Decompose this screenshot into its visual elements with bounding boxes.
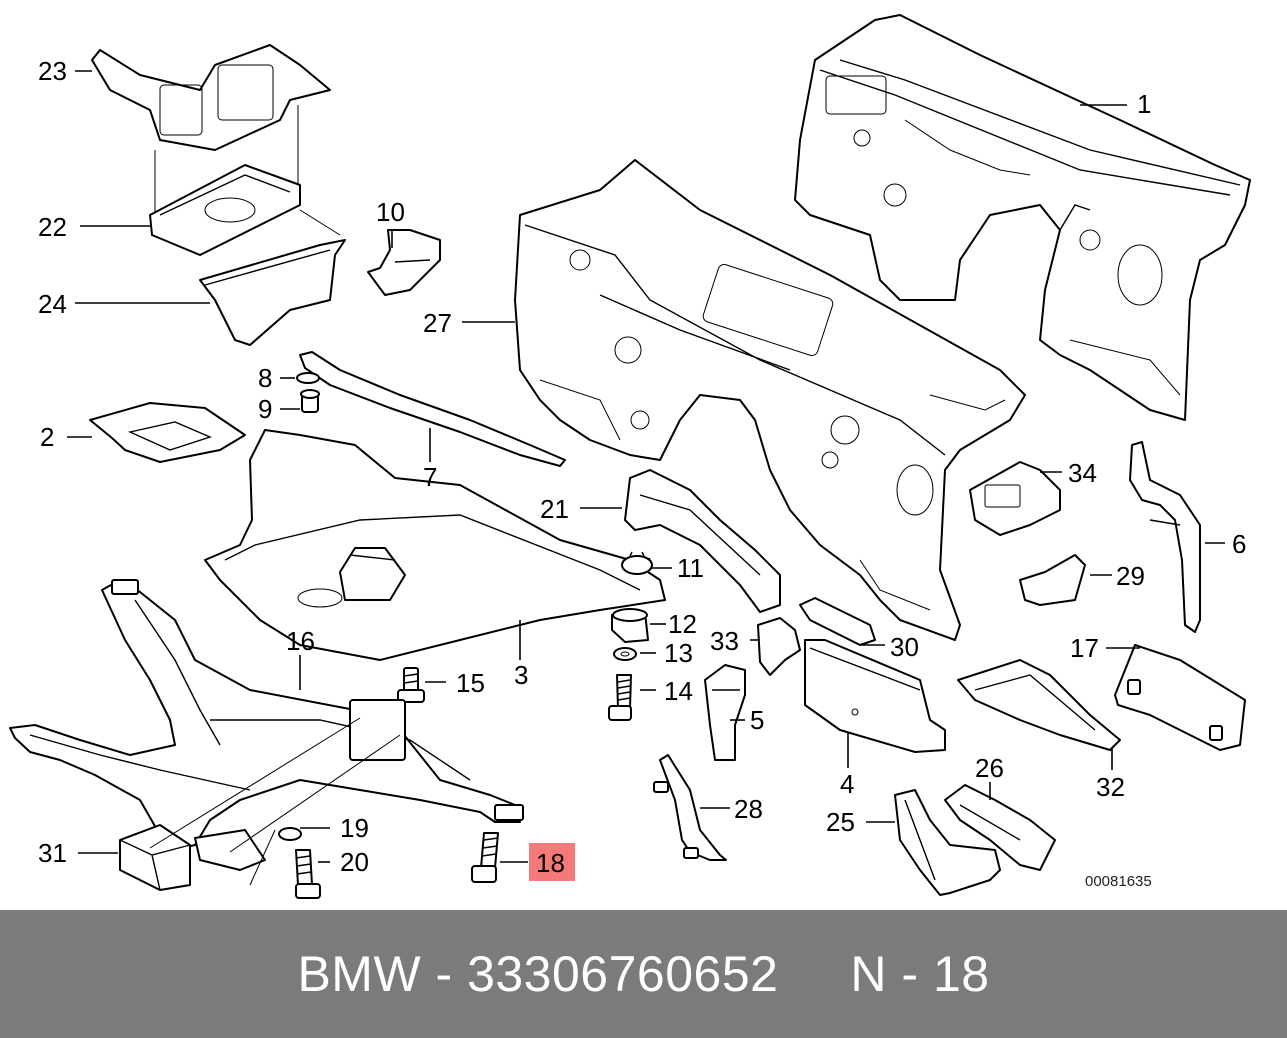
callout-27: 27 — [423, 308, 452, 338]
part-7-strut — [299, 351, 566, 467]
callout-31: 31 — [38, 838, 67, 868]
part-12-bushing — [611, 608, 649, 643]
part-18-bolt — [471, 832, 499, 883]
callout-labels: 1 2 3 4 5 6 7 8 9 10 11 12 13 14 15 16 1… — [38, 56, 1246, 878]
part-22-tray — [149, 164, 301, 256]
part-17-bracket — [1114, 644, 1246, 751]
callout-16: 16 — [286, 626, 315, 656]
callout-23: 23 — [38, 56, 67, 86]
part-13-washer — [613, 647, 637, 661]
callout-30: 30 — [890, 632, 919, 662]
part-32-trim — [957, 659, 1121, 751]
callout-33: 33 — [710, 626, 739, 656]
callout-24: 24 — [38, 289, 67, 319]
part-23-bracket — [91, 44, 331, 151]
part-10-bracket — [367, 229, 441, 296]
callout-14: 14 — [664, 676, 693, 706]
part-8-washer — [296, 372, 320, 384]
part-28-rod — [653, 754, 727, 861]
part-5-duct — [704, 664, 746, 761]
parts-diagram: 1 2 3 4 5 6 7 8 9 10 11 12 13 14 15 16 1… — [9, 14, 1251, 899]
callout-34: 34 — [1068, 458, 1097, 488]
part-25-bracket — [894, 789, 1001, 896]
part-33-bracket — [757, 617, 801, 676]
part-14-bolt — [608, 674, 632, 721]
part-30-clip — [799, 597, 876, 646]
part-26-bracket — [944, 784, 1056, 871]
part-2-plate — [89, 402, 246, 463]
leader-lines — [67, 70, 1225, 863]
callout-9: 9 — [258, 394, 272, 424]
callout-22: 22 — [38, 212, 67, 242]
part-20-bolt — [295, 849, 321, 899]
part-cowl-panel — [514, 159, 1026, 641]
callout-28: 28 — [734, 794, 763, 824]
callout-21: 21 — [540, 494, 569, 524]
part-31-block — [119, 824, 191, 891]
callout-13: 13 — [664, 638, 693, 668]
callout-7: 7 — [423, 462, 437, 492]
part-4-panel — [804, 639, 946, 753]
callout-4: 4 — [840, 769, 854, 799]
part-24-cover — [199, 239, 346, 346]
part-29-bracket — [1019, 554, 1086, 606]
reference-code: 00081635 — [1085, 873, 1152, 890]
callout-18-highlight — [529, 843, 575, 881]
callout-29: 29 — [1116, 561, 1145, 591]
callout-8: 8 — [258, 363, 272, 393]
part-15-bolt — [397, 667, 425, 703]
part-34-bracket — [969, 461, 1061, 536]
callout-17: 17 — [1070, 633, 1099, 663]
callout-2: 2 — [40, 422, 54, 452]
part-firewall-bulkhead — [794, 14, 1251, 421]
callout-18: 18 — [536, 848, 565, 878]
part-3-tunnel-panel — [204, 429, 666, 661]
callout-3: 3 — [514, 660, 528, 690]
callout-25: 25 — [826, 807, 855, 837]
callout-5: 5 — [750, 705, 764, 735]
part-21-bracket — [624, 469, 781, 613]
part-11-nut — [621, 551, 653, 575]
callout-26: 26 — [975, 753, 1004, 783]
footer-bar: BMW - 33306760652 N - 18 — [0, 910, 1287, 1038]
callout-19: 19 — [340, 813, 369, 843]
callout-15: 15 — [456, 668, 485, 698]
part-9-bolt — [300, 389, 320, 413]
callout-11: 11 — [677, 553, 704, 583]
callout-20: 20 — [340, 847, 369, 877]
callout-10: 10 — [376, 197, 405, 227]
part-19-washer — [278, 827, 302, 841]
callout-32: 32 — [1096, 772, 1125, 802]
part-6-wire-bracket — [1129, 441, 1201, 633]
callout-6: 6 — [1232, 529, 1246, 559]
part-number-caption: BMW - 33306760652 N - 18 — [297, 946, 990, 1002]
callout-1: 1 — [1137, 89, 1151, 119]
callout-12: 12 — [668, 609, 697, 639]
